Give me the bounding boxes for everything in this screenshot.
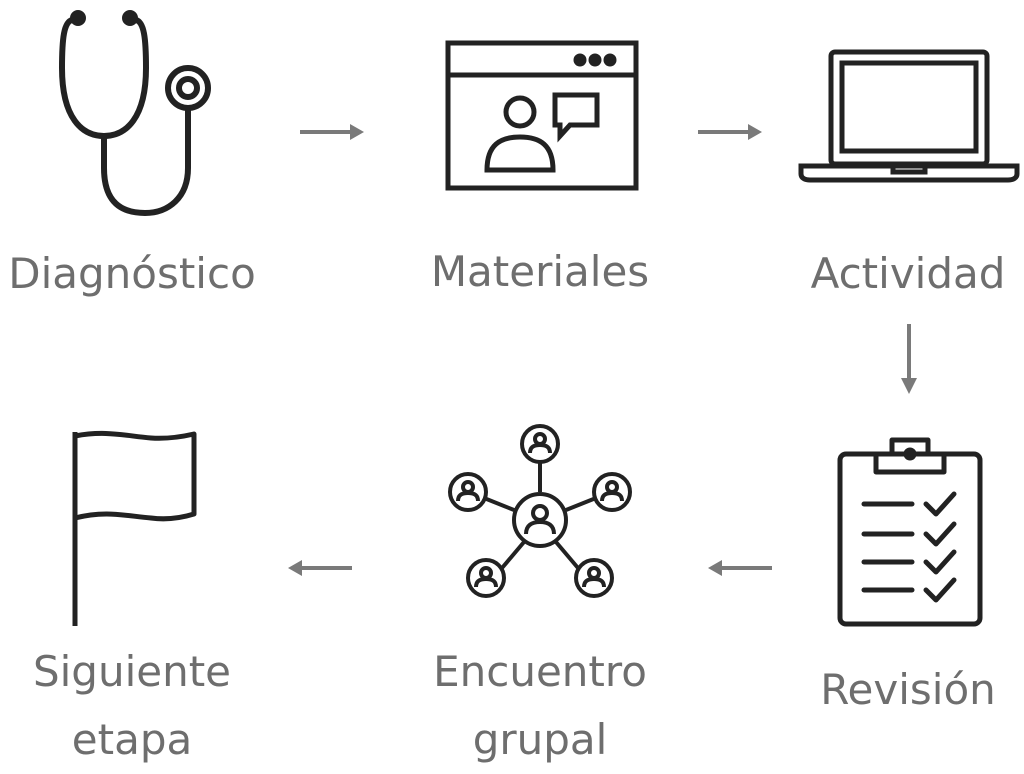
laptop-icon bbox=[798, 48, 1020, 184]
group-network-icon bbox=[440, 420, 640, 604]
step-label-encuentro-line1: Encuentro bbox=[433, 647, 647, 696]
video-call-window-icon bbox=[445, 40, 639, 192]
arrow-left-icon bbox=[284, 558, 354, 578]
step-label-actividad: Actividad bbox=[810, 249, 1006, 298]
flag-icon bbox=[66, 428, 200, 628]
step-label-materiales: Materiales bbox=[430, 247, 650, 296]
arrow-right-icon bbox=[696, 122, 766, 142]
clipboard-checklist-icon bbox=[836, 432, 984, 628]
step-label-diagnostico: Diagnóstico bbox=[8, 249, 256, 298]
stethoscope-icon bbox=[50, 8, 220, 218]
arrow-left-icon bbox=[704, 558, 774, 578]
arrow-down-icon bbox=[899, 322, 919, 398]
arrow-right-icon bbox=[298, 122, 368, 142]
step-label-siguiente-line2: etapa bbox=[71, 715, 193, 764]
step-label-revision: Revisión bbox=[820, 665, 996, 714]
step-label-siguiente-line1: Siguiente bbox=[32, 647, 232, 696]
step-label-encuentro-line2: grupal bbox=[472, 715, 608, 764]
